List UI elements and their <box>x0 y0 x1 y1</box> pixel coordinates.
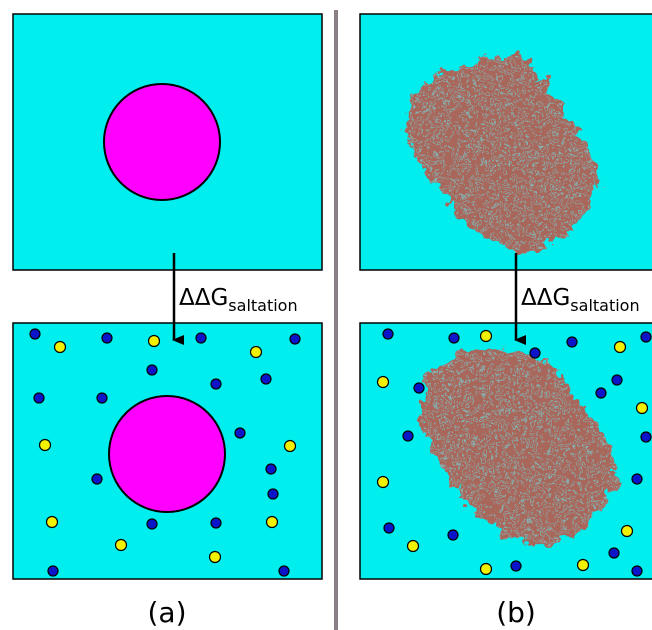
ion-yellow <box>147 334 161 348</box>
ion-blue <box>640 331 652 343</box>
ion-blue <box>529 347 541 359</box>
ion-yellow <box>576 558 590 572</box>
panel-b-arrow-label: ΔΔGsaltation <box>521 285 640 315</box>
ion-yellow <box>376 475 390 489</box>
ion-blue <box>608 547 620 559</box>
panel-b-before-protein <box>405 55 600 252</box>
panel-a-before-sphere <box>103 83 221 201</box>
ion-blue <box>611 374 623 386</box>
panel-a-ions <box>29 328 301 577</box>
ion-blue <box>382 328 394 340</box>
ion-blue <box>383 522 395 534</box>
ion-blue <box>631 473 643 485</box>
ion-blue <box>447 529 459 541</box>
ion-blue <box>267 488 279 500</box>
ion-blue <box>448 332 460 344</box>
ion-yellow <box>38 438 52 452</box>
ion-yellow <box>53 340 67 354</box>
panel-a-after-sphere <box>108 395 226 513</box>
panel-b-caption: (b) <box>496 596 536 629</box>
ion-blue <box>510 560 522 572</box>
panel-a-caption: (a) <box>147 596 186 629</box>
ion-yellow <box>635 401 649 415</box>
ion-yellow <box>114 538 128 552</box>
ion-blue <box>29 328 41 340</box>
ion-blue <box>289 333 301 345</box>
ion-blue <box>265 463 277 475</box>
ion-yellow <box>406 539 420 553</box>
ion-blue <box>47 565 59 577</box>
ion-yellow <box>620 524 634 538</box>
ion-blue <box>566 336 578 348</box>
ion-blue <box>260 373 272 385</box>
ion-yellow <box>265 515 279 529</box>
ion-blue <box>195 332 207 344</box>
ion-blue <box>595 387 607 399</box>
ion-yellow <box>376 375 390 389</box>
panel-a: ΔΔGsaltation (a) <box>12 13 323 629</box>
ion-blue <box>413 382 425 394</box>
panel-b-after-protein <box>420 348 618 548</box>
ion-blue <box>278 565 290 577</box>
ion-yellow <box>613 340 627 354</box>
ion-yellow <box>45 515 59 529</box>
panel-b: ΔΔGsaltation (b) <box>359 13 652 629</box>
ion-blue <box>210 378 222 390</box>
ion-blue <box>91 473 103 485</box>
ion-yellow <box>479 329 493 343</box>
ion-yellow <box>249 345 263 359</box>
ion-blue <box>101 332 113 344</box>
ion-blue <box>234 427 246 439</box>
panel-b-ions <box>376 328 652 577</box>
ion-yellow <box>208 550 222 564</box>
ion-yellow <box>283 439 297 453</box>
ion-blue <box>210 517 222 529</box>
panel-a-arrow-label: ΔΔGsaltation <box>179 285 298 315</box>
ion-blue <box>146 518 158 530</box>
ion-blue <box>146 364 158 376</box>
ion-blue <box>640 431 652 443</box>
ion-yellow <box>479 562 493 576</box>
ion-blue <box>402 430 414 442</box>
ion-blue <box>96 392 108 404</box>
ion-blue <box>631 565 643 577</box>
ion-blue <box>33 392 45 404</box>
